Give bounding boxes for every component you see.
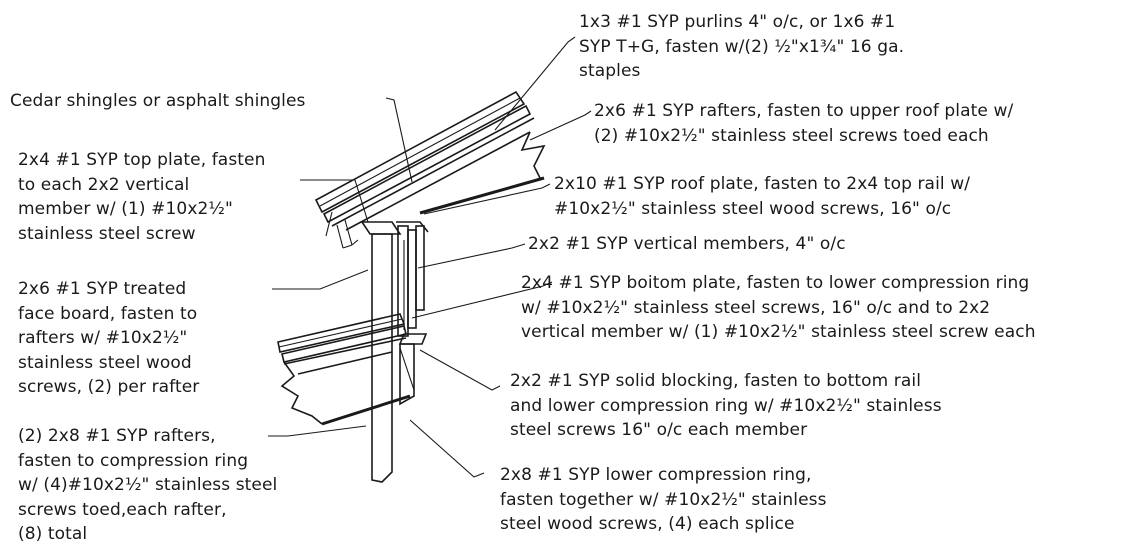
callout-line: #10x2½" stainless steel wood screws, 16"… — [554, 198, 952, 219]
callout-line: face board, fasten to — [18, 303, 198, 324]
callout-line: rafters w/ #10x2½" — [18, 328, 188, 348]
callout-lower-rafters: (2) 2x8 #1 SYP rafters, fasten to compre… — [18, 424, 277, 547]
callout-shingles: Cedar shingles or asphalt shingles — [10, 89, 306, 114]
callout-line: and lower compression ring w/ #10x2½" st… — [510, 395, 942, 416]
callout-line: 1x3 #1 SYP purlins 4" o/c, or 1x6 #1 — [579, 12, 896, 32]
callout-line: 2x2 #1 SYP vertical members, 4" o/c — [528, 234, 846, 254]
callout-line: steel wood screws, (4) each splice — [500, 514, 795, 534]
callout-face-board: 2x6 #1 SYP treated face board, fasten to… — [18, 277, 199, 400]
callout-line: fasten to compression ring — [18, 450, 249, 471]
callout-line: staples — [579, 61, 641, 81]
callout-line: (2) 2x8 #1 SYP rafters, — [18, 426, 216, 446]
callout-compression-ring: 2x8 #1 SYP lower compression ring, faste… — [500, 463, 827, 537]
leader-lines — [268, 36, 592, 478]
lower-roof-assembly — [277, 313, 411, 426]
callout-line: vertical member w/ (1) #10x2½" stainless… — [521, 322, 1036, 342]
callout-line: member w/ (1) #10x2½" — [18, 199, 233, 219]
callout-line: 2x4 #1 SYP top plate, fasten — [18, 150, 266, 170]
callout-purlins: 1x3 #1 SYP purlins 4" o/c, or 1x6 #1 SYP… — [579, 10, 904, 84]
callout-line: to each 2x2 vertical — [18, 174, 190, 195]
callout-line: 2x4 #1 SYP boitom plate, fasten to lower… — [521, 273, 1030, 293]
callout-line: 2x6 #1 SYP treated — [18, 279, 187, 299]
callout-upper-rafters: 2x6 #1 SYP rafters, fasten to upper roof… — [594, 99, 1013, 148]
callout-line: 2x8 #1 SYP lower compression ring, — [500, 465, 812, 485]
callout-line: w/ #10x2½" stainless steel screws, 16" o… — [521, 297, 991, 318]
callout-line: (2) #10x2½" stainless steel screws toed … — [594, 125, 989, 146]
upper-roof-assembly — [314, 90, 546, 249]
callout-line: w/ (4)#10x2½" stainless steel — [18, 475, 278, 495]
callout-solid-blocking: 2x2 #1 SYP solid blocking, fasten to bot… — [510, 369, 942, 443]
callout-line: screws, (2) per rafter — [18, 377, 200, 397]
callout-line: (8) total — [18, 524, 88, 544]
callout-line: 2x2 #1 SYP solid blocking, fasten to bot… — [510, 371, 922, 391]
wall-assembly — [360, 221, 429, 483]
callout-vertical-members: 2x2 #1 SYP vertical members, 4" o/c — [528, 232, 846, 257]
callout-line: steel screws 16" o/c each member — [510, 420, 808, 440]
callout-line: 2x6 #1 SYP rafters, fasten to upper roof… — [594, 101, 1014, 121]
callout-line: fasten together w/ #10x2½" stainless — [500, 489, 827, 510]
callout-line: Cedar shingles or asphalt shingles — [10, 91, 306, 111]
callout-roof-plate: 2x10 #1 SYP roof plate, fasten to 2x4 to… — [554, 172, 970, 221]
callout-line: screws toed,each rafter, — [18, 499, 227, 520]
callout-line: stainless steel wood — [18, 352, 192, 373]
callout-top-plate: 2x4 #1 SYP top plate, fasten to each 2x2… — [18, 148, 265, 246]
callout-line: 2x10 #1 SYP roof plate, fasten to 2x4 to… — [554, 174, 971, 194]
callout-line: stainless steel screw — [18, 223, 196, 244]
callout-bottom-plate: 2x4 #1 SYP boitom plate, fasten to lower… — [521, 271, 1036, 345]
callout-line: SYP T+G, fasten w/(2) ½"x1¾" 16 ga. — [579, 36, 905, 57]
